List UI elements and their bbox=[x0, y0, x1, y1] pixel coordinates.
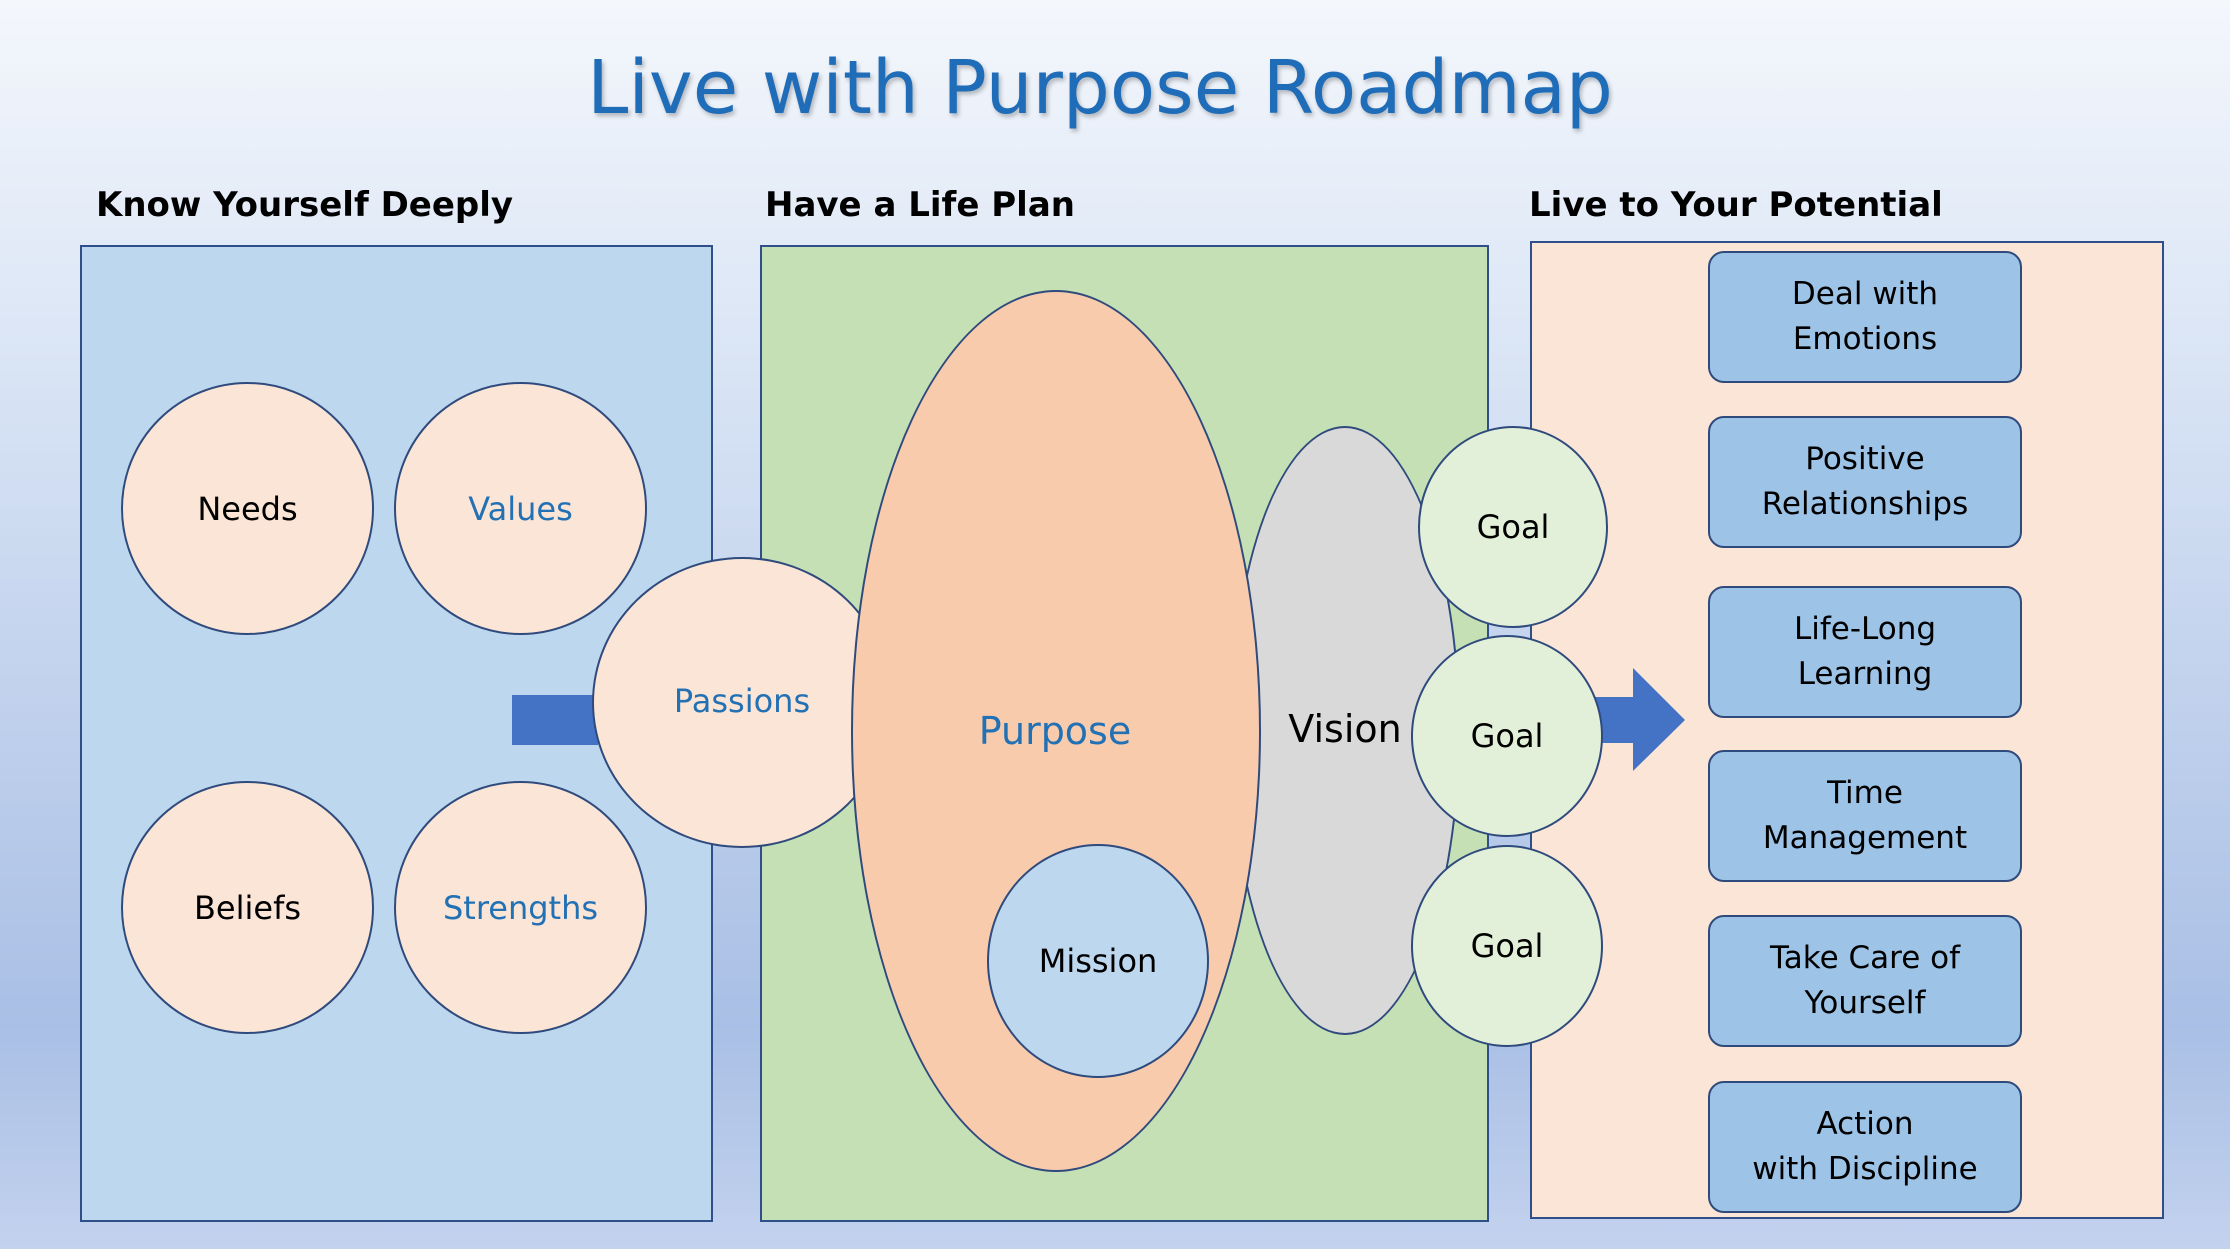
item-life-long-learning: Life-Long Learning bbox=[1708, 586, 2022, 718]
goal-label: Goal bbox=[1470, 717, 1544, 755]
section-heading-potential: Live to Your Potential bbox=[1529, 185, 1943, 225]
purpose-label: Purpose bbox=[978, 709, 1132, 753]
needs-label: Needs bbox=[197, 489, 298, 528]
goal-label: Goal bbox=[1470, 927, 1544, 965]
item-deal-with-emotions: Deal with Emotions bbox=[1708, 251, 2022, 383]
beliefs-label: Beliefs bbox=[193, 888, 302, 927]
strengths-circle: Strengths bbox=[394, 781, 647, 1034]
passions-circle: Passions bbox=[592, 557, 892, 848]
item-time-management: Time Management bbox=[1708, 750, 2022, 882]
goal-circle-top: Goal bbox=[1418, 426, 1608, 628]
page-title: Live with Purpose Roadmap bbox=[587, 45, 1613, 131]
passions-label: Passions bbox=[673, 681, 811, 720]
section-heading-know-yourself: Know Yourself Deeply bbox=[96, 185, 514, 225]
item-positive-relationships: Positive Relationships bbox=[1708, 416, 2022, 548]
section-heading-life-plan: Have a Life Plan bbox=[765, 185, 1075, 225]
item-take-care-of-yourself: Take Care of Yourself bbox=[1708, 915, 2022, 1047]
item-action-with-discipline: Action with Discipline bbox=[1708, 1081, 2022, 1213]
goal-label: Goal bbox=[1476, 508, 1550, 546]
needs-circle: Needs bbox=[121, 382, 374, 635]
values-circle: Values bbox=[394, 382, 647, 635]
values-label: Values bbox=[468, 489, 573, 528]
beliefs-circle: Beliefs bbox=[121, 781, 374, 1034]
goal-circle-bottom: Goal bbox=[1411, 845, 1603, 1047]
mission-circle: Mission bbox=[987, 844, 1209, 1078]
potential-arrow bbox=[1590, 668, 1685, 771]
strengths-label: Strengths bbox=[442, 888, 599, 927]
passions-arrow bbox=[512, 695, 598, 745]
vision-label: Vision bbox=[1288, 707, 1402, 751]
mission-label: Mission bbox=[1038, 942, 1158, 980]
goal-circle-middle: Goal bbox=[1411, 635, 1603, 837]
